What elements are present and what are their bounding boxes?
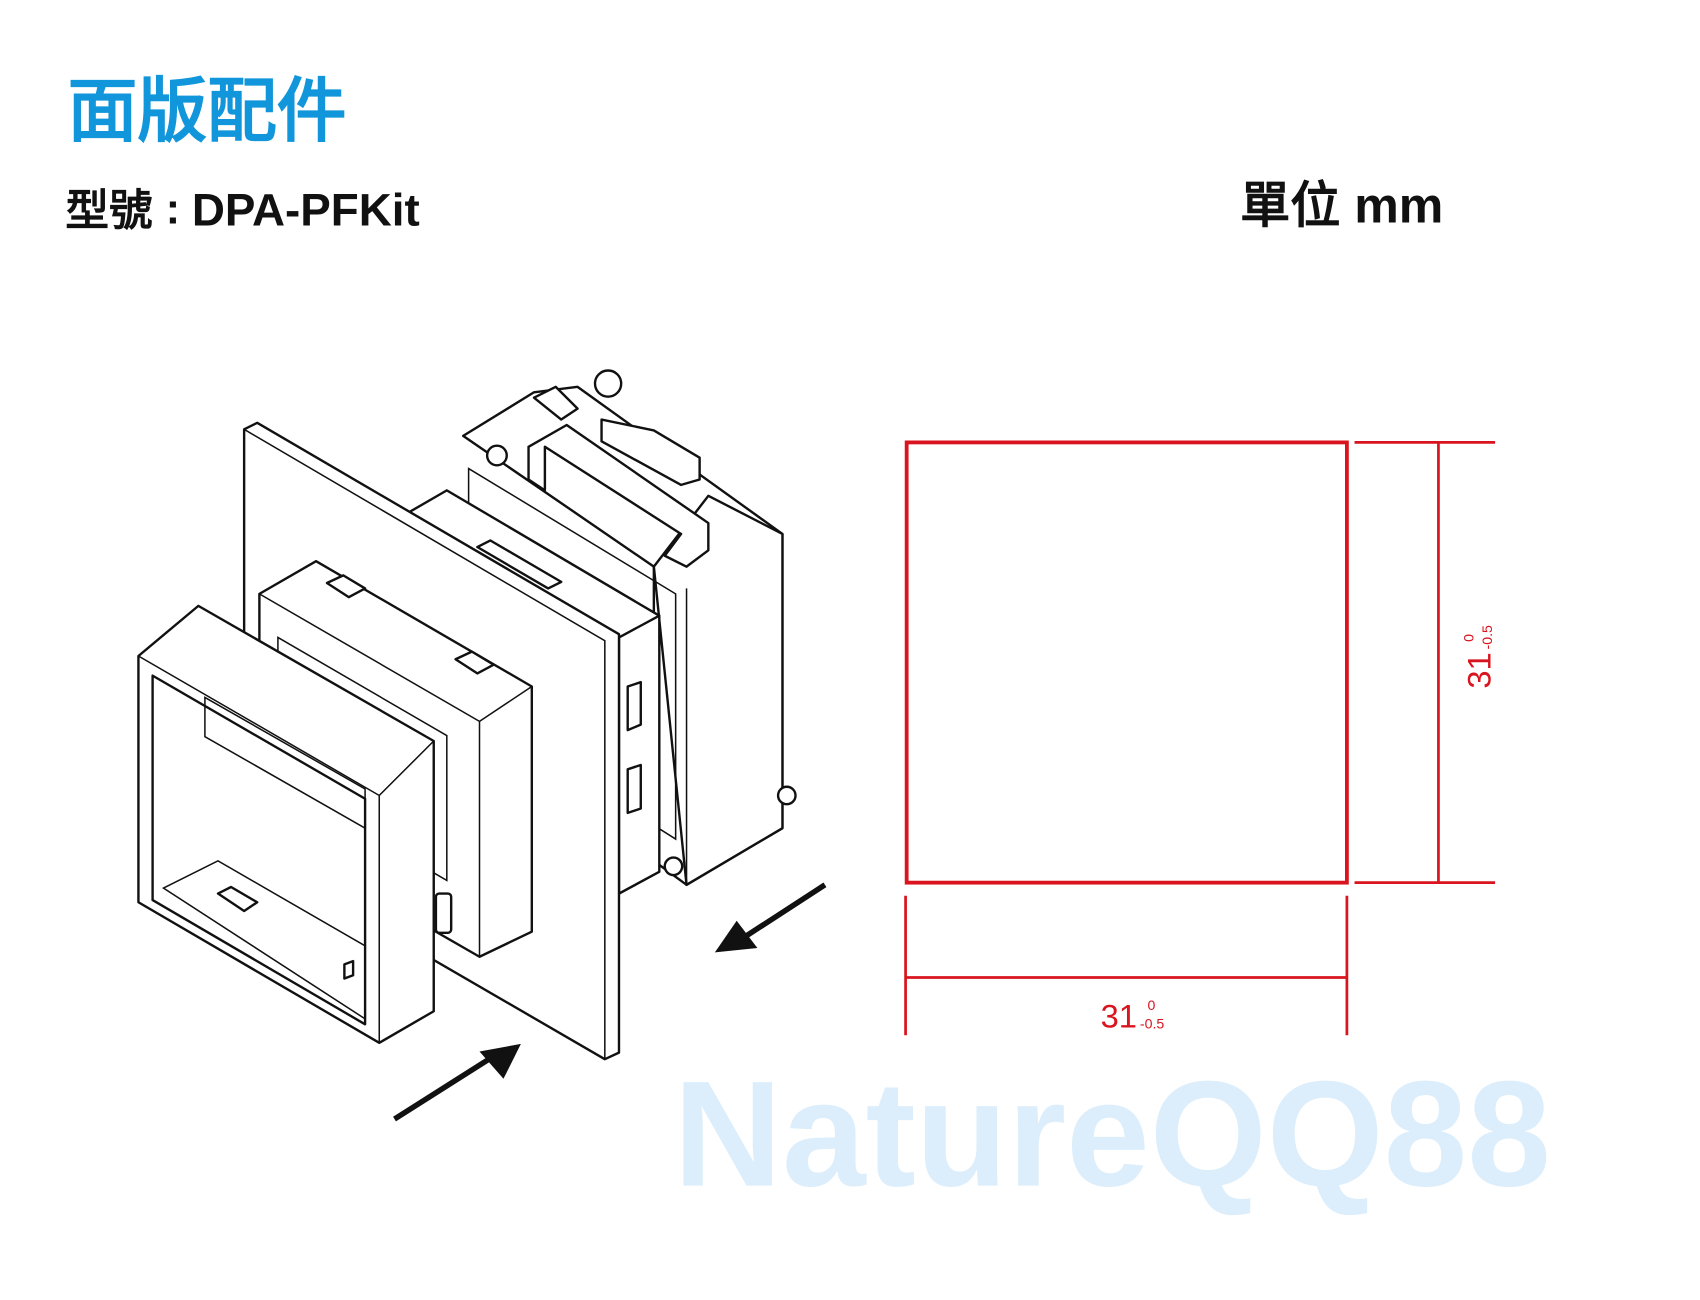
panel-cutout-drawing: 31 0 -0.5 31 0 -0.5 — [904, 440, 1498, 1036]
cutout-outline — [904, 440, 1349, 885]
model-number: DPA-PFKit — [192, 185, 420, 236]
page-title: 面版配件 — [68, 72, 347, 150]
model-separator: : — [166, 185, 181, 233]
height-lower-tolerance: -0.5 — [1480, 625, 1496, 650]
model-label: 型號 — [65, 188, 152, 236]
watermark: NatureQQ88 — [673, 1050, 1550, 1218]
assembly-arrow-front — [393, 1043, 521, 1122]
meter-back-housing — [461, 369, 797, 887]
front-bezel-frame — [137, 604, 435, 1045]
width-upper-tolerance: 0 — [1147, 998, 1155, 1014]
width-nominal: 31 — [1101, 998, 1137, 1035]
assembly-arrow-back — [714, 882, 827, 953]
height-dimension-label: 31 0 -0.5 — [1461, 625, 1498, 689]
panel-mount-kit-illustration — [137, 369, 827, 1122]
height-nominal: 31 — [1461, 652, 1498, 688]
width-lower-tolerance: -0.5 — [1140, 1017, 1165, 1033]
width-dimension-label: 31 0 -0.5 — [1101, 998, 1165, 1035]
unit-label: 單位 mm — [1240, 177, 1443, 233]
height-upper-tolerance: 0 — [1461, 634, 1477, 642]
